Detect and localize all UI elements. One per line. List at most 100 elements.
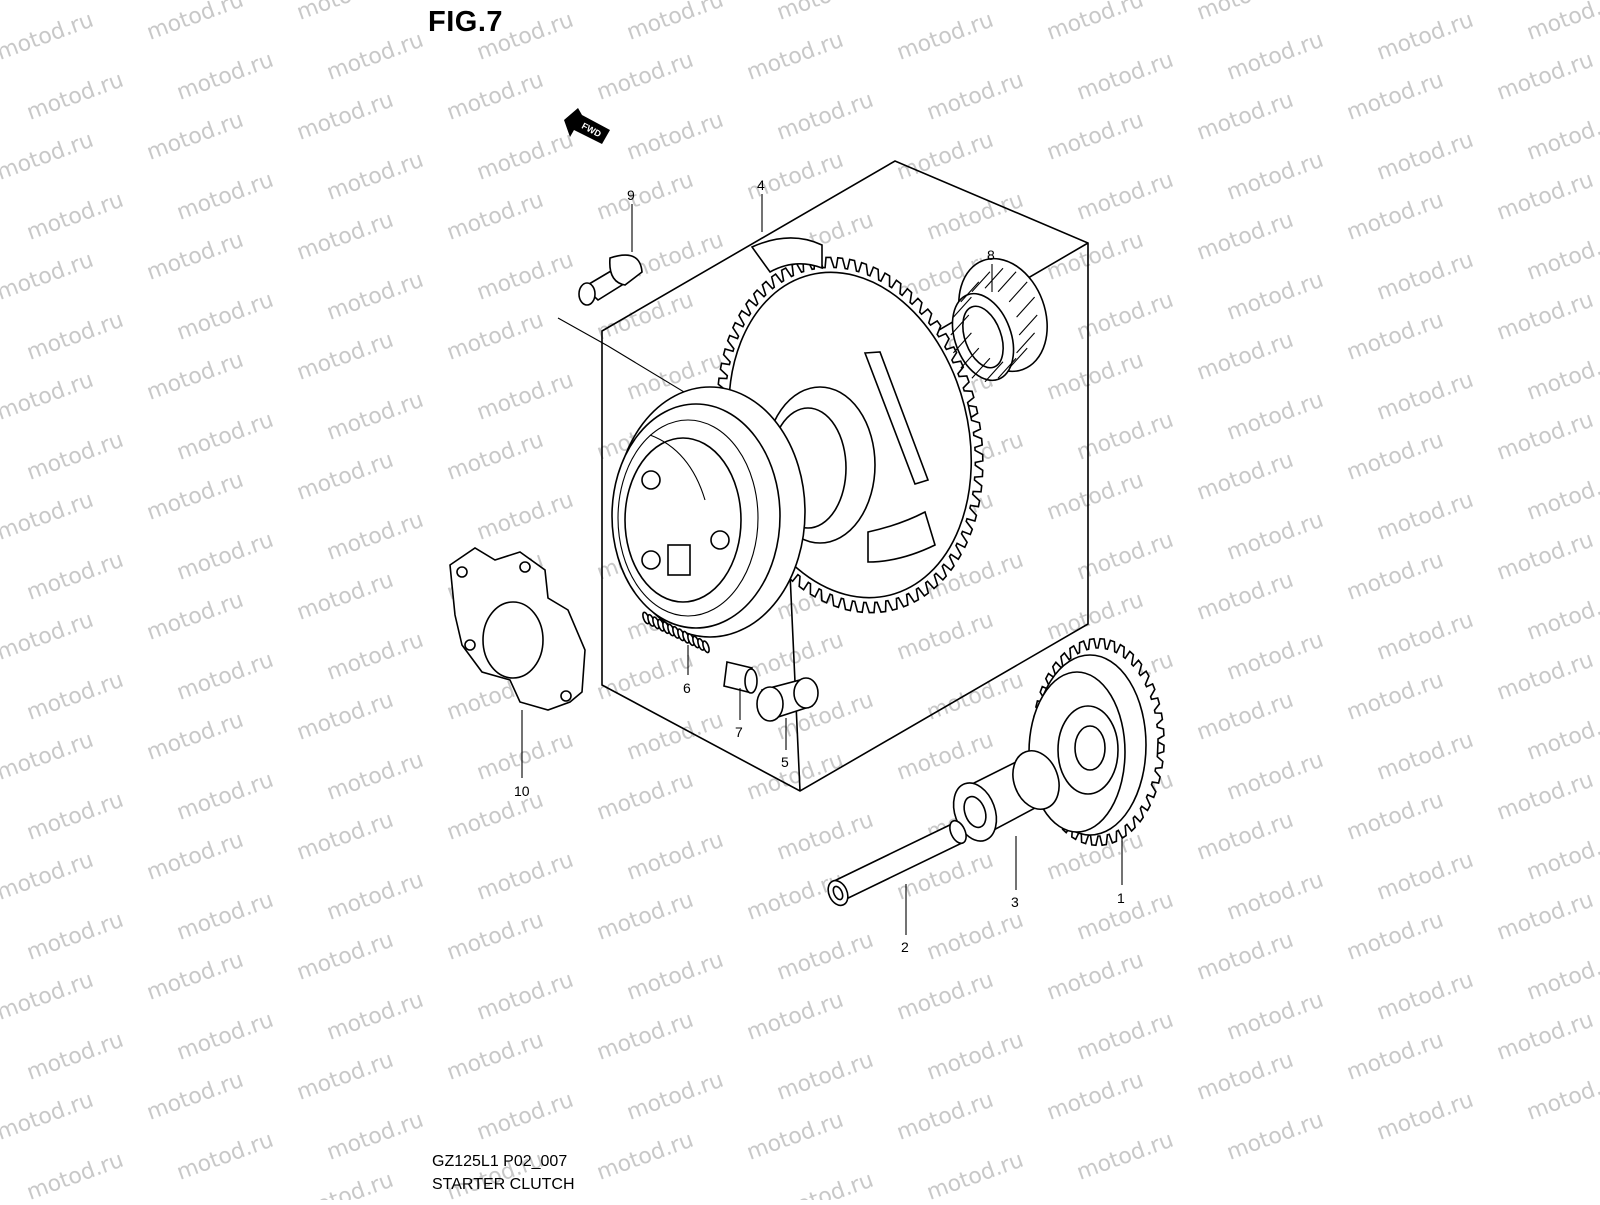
- watermark-text: motod.ru: [594, 168, 697, 226]
- watermark-text: motod.ru: [1494, 408, 1597, 466]
- watermark-text: motod.ru: [174, 168, 277, 226]
- watermark-text: motod.ru: [174, 408, 277, 466]
- watermark-text: motod.ru: [0, 1088, 97, 1146]
- needle-bearing: [950, 257, 1048, 383]
- watermark-text: motod.ru: [1374, 128, 1477, 186]
- watermark-text: motod.ru: [1374, 728, 1477, 786]
- watermark-text: motod.ru: [774, 0, 877, 26]
- bearing-needle: [950, 314, 970, 336]
- watermark-text: motod.ru: [744, 28, 847, 86]
- watermark-text: motod.ru: [624, 228, 727, 286]
- watermark-text: motod.ru: [594, 288, 697, 346]
- watermark-text: motod.ru: [0, 368, 97, 426]
- watermark-text: motod.ru: [924, 0, 1027, 6]
- watermark-text: motod.ru: [24, 548, 127, 606]
- watermark-text: motod.ru: [294, 328, 397, 386]
- watermark-text: motod.ru: [24, 308, 127, 366]
- watermark-text: motod.ru: [1194, 328, 1297, 386]
- watermark-text: motod.ru: [294, 448, 397, 506]
- watermark-text: motod.ru: [444, 0, 547, 6]
- watermark-text: motod.ru: [444, 1028, 547, 1086]
- watermark-text: motod.ru: [1044, 348, 1147, 406]
- bearing-needle: [984, 361, 1004, 383]
- watermark-text: motod.ru: [1224, 748, 1327, 806]
- watermark-text: motod.ru: [1074, 528, 1177, 586]
- watermark-text: motod.ru: [894, 968, 997, 1026]
- watermark-text: motod.ru: [474, 368, 577, 426]
- watermark-text: motod.ru: [1374, 608, 1477, 666]
- watermark-text: motod.ru: [924, 908, 1027, 966]
- watermark-text: motod.ru: [24, 908, 127, 966]
- watermark-text: motod.ru: [1224, 868, 1327, 926]
- watermark-text: motod.ru: [174, 768, 277, 826]
- bearing-needle: [960, 281, 980, 303]
- watermark-text: motod.ru: [1344, 0, 1447, 6]
- watermark-text: motod.ru: [1194, 688, 1297, 746]
- watermark-text: motod.ru: [1344, 1028, 1447, 1086]
- watermark-text: motod.ru: [1524, 348, 1600, 406]
- callout-1: 1: [1117, 890, 1125, 906]
- watermark-text: motod.ru: [1374, 8, 1477, 66]
- watermark-text: motod.ru: [174, 648, 277, 706]
- watermark-text: motod.ru: [1224, 508, 1327, 566]
- watermark-text: motod.ru: [444, 788, 547, 846]
- watermark-text: motod.ru: [0, 848, 97, 906]
- watermark-text: motod.ru: [1074, 288, 1177, 346]
- watermark-text: motod.ru: [444, 188, 547, 246]
- watermark-text: motod.ru: [1344, 908, 1447, 966]
- watermark-text: motod.ru: [474, 848, 577, 906]
- watermark-text: motod.ru: [594, 48, 697, 106]
- watermark-text: motod.ru: [1524, 108, 1600, 166]
- watermark-text: motod.ru: [1494, 288, 1597, 346]
- bearing-needle: [971, 271, 991, 293]
- watermark-text: motod.ru: [1374, 968, 1477, 1026]
- watermark-text: motod.ru: [294, 1168, 397, 1200]
- watermark-text: motod.ru: [294, 88, 397, 146]
- watermark-text: motod.ru: [1524, 948, 1600, 1006]
- callout-3: 3: [1011, 894, 1019, 910]
- callout-5: 5: [781, 754, 789, 770]
- watermark-text: motod.ru: [0, 128, 97, 186]
- watermark-text: motod.ru: [444, 308, 547, 366]
- watermark-text: motod.ru: [174, 288, 277, 346]
- watermark-text: motod.ru: [744, 1108, 847, 1166]
- watermark-text: motod.ru: [0, 608, 97, 666]
- watermark-text: motod.ru: [774, 1048, 877, 1106]
- callout-9: 9: [627, 187, 635, 203]
- watermark-text: motod.ru: [294, 928, 397, 986]
- bearing-needle: [952, 332, 972, 354]
- watermark-text: motod.ru: [894, 728, 997, 786]
- watermark-text: motod.ru: [324, 28, 427, 86]
- watermark-text: motod.ru: [1194, 1048, 1297, 1106]
- watermark-text: motod.ru: [624, 1068, 727, 1126]
- watermark-text: motod.ru: [894, 1088, 997, 1146]
- watermark-text: motod.ru: [744, 748, 847, 806]
- bearing-needle: [960, 347, 980, 369]
- watermark-text: motod.ru: [1044, 0, 1147, 46]
- watermark-text: motod.ru: [294, 568, 397, 626]
- watermark-text: motod.ru: [624, 948, 727, 1006]
- watermark-text: motod.ru: [924, 68, 1027, 126]
- watermark-text: motod.ru: [1494, 648, 1597, 706]
- watermark-text: motod.ru: [1194, 208, 1297, 266]
- watermark-text: motod.ru: [1374, 488, 1477, 546]
- watermark-text: motod.ru: [144, 708, 247, 766]
- watermark-text: motod.ru: [324, 268, 427, 326]
- watermark-text: motod.ru: [324, 628, 427, 686]
- watermark-text: motod.ru: [1224, 628, 1327, 686]
- watermark-text: motod.ru: [1224, 28, 1327, 86]
- watermark-text: motod.ru: [1344, 428, 1447, 486]
- watermark-text: motod.ru: [1524, 228, 1600, 286]
- one-way-clutch-housing: [611, 386, 806, 638]
- watermark-text: motod.ru: [174, 888, 277, 946]
- watermark-text: motod.ru: [294, 0, 397, 26]
- watermark-text: motod.ru: [924, 1028, 1027, 1086]
- watermark-text: motod.ru: [924, 1148, 1027, 1200]
- watermark-text: motod.ru: [1494, 1008, 1597, 1066]
- watermark-text: motod.ru: [1344, 188, 1447, 246]
- callout-7: 7: [735, 724, 743, 740]
- watermark-text: motod.ru: [1374, 848, 1477, 906]
- watermark-text: motod.ru: [1494, 888, 1597, 946]
- watermark-text: motod.ru: [1074, 168, 1177, 226]
